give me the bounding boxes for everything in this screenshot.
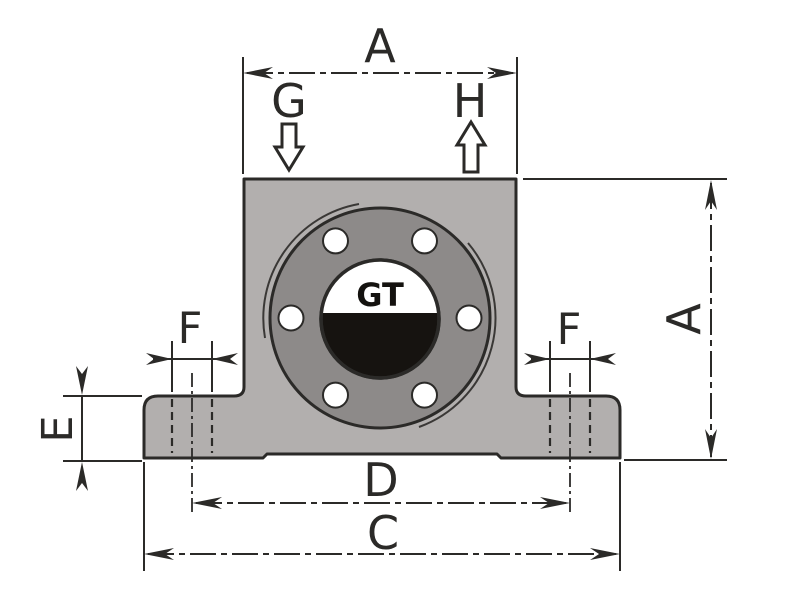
dim-d-label: D	[363, 453, 398, 507]
dim-f-left: F	[146, 304, 238, 516]
flange-outline-arc-upper-left	[262, 203, 360, 339]
rotor-hub: GT	[319, 258, 441, 380]
dim-a-top: A	[242, 19, 518, 174]
dim-e: E	[33, 366, 142, 491]
dim-c: C	[143, 462, 621, 571]
exhaust-port-h: H	[453, 74, 488, 174]
bolt-hole	[411, 227, 438, 255]
bolt-hole	[455, 304, 483, 332]
dim-c-label: C	[367, 506, 399, 560]
bolt-hole	[411, 381, 438, 409]
down-arrow-icon	[272, 122, 306, 173]
exhaust-h-label: H	[453, 74, 488, 128]
dim-f-right-label: F	[557, 305, 582, 355]
bolt-hole	[322, 227, 349, 255]
bolt-holes	[277, 227, 483, 409]
dim-d: D	[192, 453, 570, 509]
dim-a-right-label: A	[657, 303, 711, 335]
dim-a-right: A	[523, 178, 727, 461]
flange-outline-arc-lower-right	[418, 242, 497, 428]
dim-a-top-label: A	[364, 19, 396, 73]
rotor-hub-top-half	[321, 260, 439, 313]
gt-logo: GT	[356, 276, 404, 314]
dim-f-right: F	[524, 305, 616, 516]
inlet-g-label: G	[271, 74, 307, 128]
dim-e-label: E	[33, 415, 83, 442]
rotor-hub-rim	[319, 258, 441, 380]
bolt-hole	[277, 304, 305, 332]
bolt-hole	[322, 381, 349, 409]
up-arrow-icon	[454, 119, 488, 174]
inlet-port-g: G	[271, 74, 307, 173]
dim-f-left-label: F	[178, 304, 203, 354]
